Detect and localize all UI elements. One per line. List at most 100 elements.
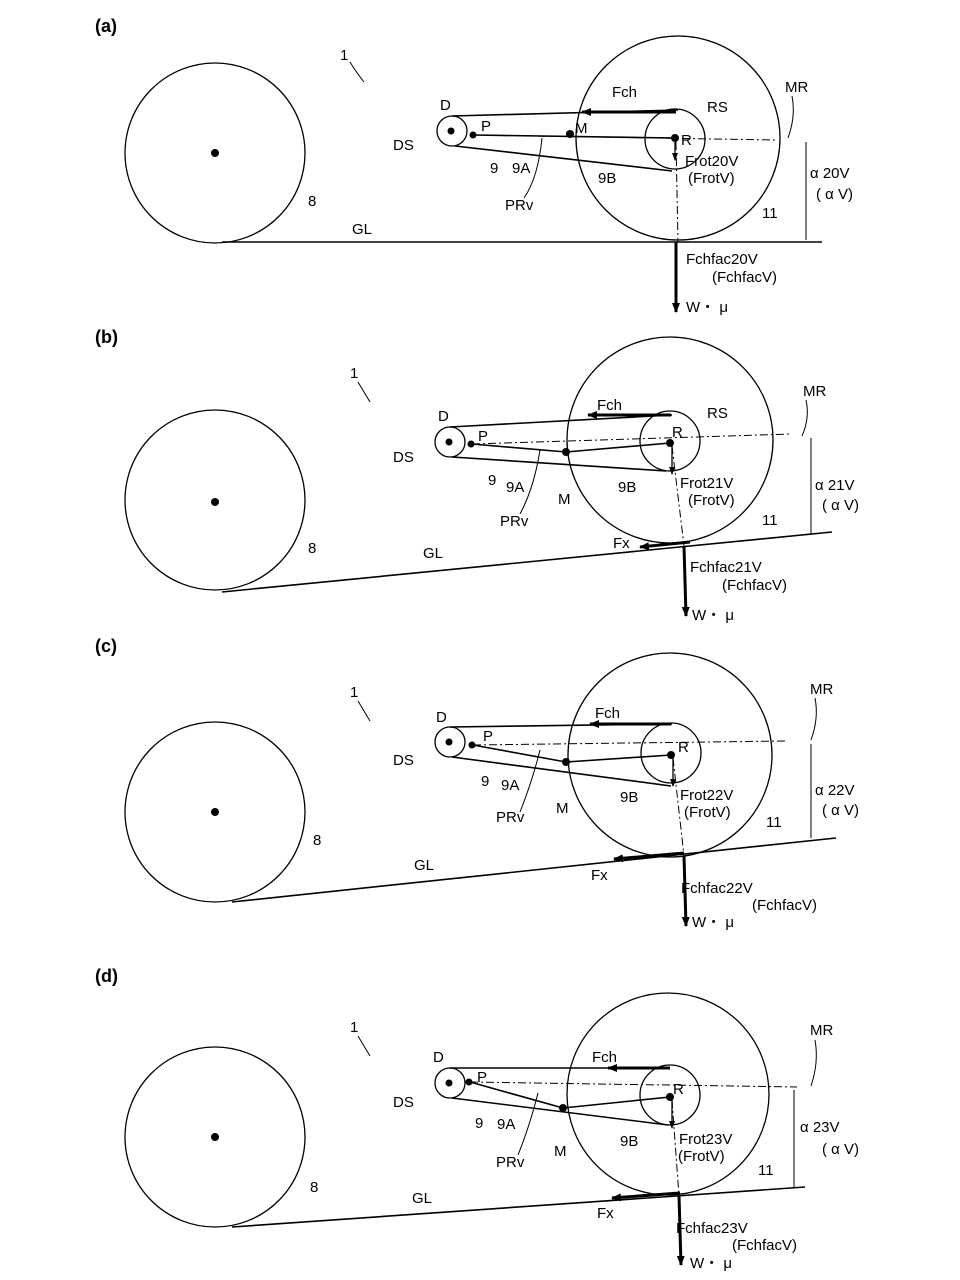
- ref-1-label: 1: [340, 47, 348, 64]
- label-alphav: ( α V): [822, 802, 859, 819]
- label-frotv: (FrotV): [684, 804, 731, 821]
- label-9a: 9A: [506, 479, 524, 496]
- label-fx: Fx: [597, 1205, 614, 1222]
- label-mr: MR: [785, 79, 808, 96]
- label-mr: MR: [810, 1022, 833, 1039]
- label-frot: Frot21V: [680, 475, 733, 492]
- label-fchfac: Fchfac21V: [690, 559, 762, 576]
- point-m: [562, 448, 570, 456]
- front-wheel-8: [124, 1046, 306, 1228]
- label-frot: Frot20V: [685, 153, 738, 170]
- label-m: M: [556, 800, 569, 817]
- label-fch: Fch: [612, 84, 637, 101]
- label-fchfac: Fchfac23V: [676, 1220, 748, 1237]
- label-r: R: [672, 424, 683, 441]
- label-9: 9: [490, 160, 498, 177]
- crank-center-d: [447, 127, 455, 135]
- label-r: R: [678, 739, 689, 756]
- panel-label: (d): [95, 966, 118, 986]
- prv-leader: [519, 749, 541, 813]
- label-alpha: α 21V: [815, 477, 855, 494]
- vertical-centerline: [671, 1099, 680, 1197]
- ground-line-gl: [231, 837, 837, 903]
- label-prv: PRv: [496, 1154, 525, 1171]
- label-8: 8: [310, 1179, 318, 1196]
- label-frotv: (FrotV): [688, 492, 735, 509]
- force-fx-arrow: [611, 1191, 681, 1202]
- chain-lower-9b: [451, 756, 672, 787]
- label-alphav: ( α V): [822, 497, 859, 514]
- pivot-p: [468, 741, 476, 749]
- pivot-p: [469, 131, 477, 139]
- ref-1-leader: [357, 700, 371, 722]
- label-9a: 9A: [501, 777, 519, 794]
- label-11: 11: [762, 512, 778, 529]
- label-alpha: α 20V: [810, 165, 850, 182]
- label-8: 8: [308, 540, 316, 557]
- label-fchfacv: (FchfacV): [712, 269, 777, 286]
- label-fx: Fx: [613, 535, 630, 552]
- pivot-p: [465, 1078, 473, 1086]
- line-prv: [469, 1081, 798, 1088]
- label-d: D: [440, 97, 451, 114]
- label-p: P: [481, 118, 491, 135]
- ref-1-label: 1: [350, 684, 358, 701]
- front-hub: [211, 1133, 219, 1141]
- ref-1-leader: [357, 381, 371, 403]
- label-gl: GL: [412, 1190, 432, 1207]
- label-gl: GL: [352, 221, 372, 238]
- vertical-centerline: [675, 141, 679, 243]
- vertical-centerline: [671, 445, 685, 547]
- label-fchfacv: (FchfacV): [752, 897, 817, 914]
- force-fx-arrow: [639, 540, 691, 551]
- label-d: D: [433, 1049, 444, 1066]
- front-hub: [211, 149, 219, 157]
- label-ds: DS: [393, 752, 414, 769]
- point-m: [562, 758, 570, 766]
- pivot-p: [467, 440, 475, 448]
- mr-leader: [787, 95, 794, 139]
- label-ds: DS: [393, 449, 414, 466]
- crank-center-d: [445, 1079, 453, 1087]
- label-8: 8: [308, 193, 316, 210]
- label-9: 9: [488, 472, 496, 489]
- chain-lower-9b: [454, 145, 673, 172]
- chain-stay-9a-rear: [565, 754, 672, 763]
- mr-leader: [810, 697, 817, 741]
- panel-a: (a) 1 8 GL 11 R RS D DS P M 9 9A 9B PRv …: [95, 16, 853, 316]
- label-prv: PRv: [500, 513, 529, 530]
- force-fchfac-arrow: [681, 855, 690, 927]
- label-alphav: ( α V): [822, 1141, 859, 1158]
- label-fch: Fch: [592, 1049, 617, 1066]
- point-m: [559, 1104, 567, 1112]
- label-rs: RS: [707, 99, 728, 116]
- chain-lower-9b: [451, 456, 667, 472]
- ground-line-gl: [221, 531, 833, 593]
- chain-upper: [449, 414, 673, 428]
- chain-stay-9a-rear: [562, 1096, 671, 1109]
- label-m: M: [554, 1143, 567, 1160]
- label-wmu: W・ μ: [692, 914, 734, 931]
- label-gl: GL: [414, 857, 434, 874]
- ref-1-label: 1: [350, 1019, 358, 1036]
- prv-leader: [517, 1092, 539, 1156]
- front-wheel-8: [124, 409, 306, 591]
- label-9a: 9A: [512, 160, 530, 177]
- label-wmu: W・ μ: [686, 299, 728, 316]
- line-prv: [471, 433, 791, 445]
- label-wmu: W・ μ: [692, 607, 734, 624]
- label-9b: 9B: [620, 1133, 638, 1150]
- label-alphav: ( α V): [816, 186, 853, 203]
- label-alpha: α 22V: [815, 782, 855, 799]
- front-hub: [211, 498, 219, 506]
- label-fchfacv: (FchfacV): [722, 577, 787, 594]
- label-ds: DS: [393, 137, 414, 154]
- label-alpha: α 23V: [800, 1119, 840, 1136]
- ref-1-leader: [357, 1035, 371, 1057]
- label-9b: 9B: [598, 170, 616, 187]
- label-mr: MR: [810, 681, 833, 698]
- front-wheel-8: [124, 721, 306, 903]
- chain-stay-9a: [469, 1081, 564, 1109]
- label-fch: Fch: [595, 705, 620, 722]
